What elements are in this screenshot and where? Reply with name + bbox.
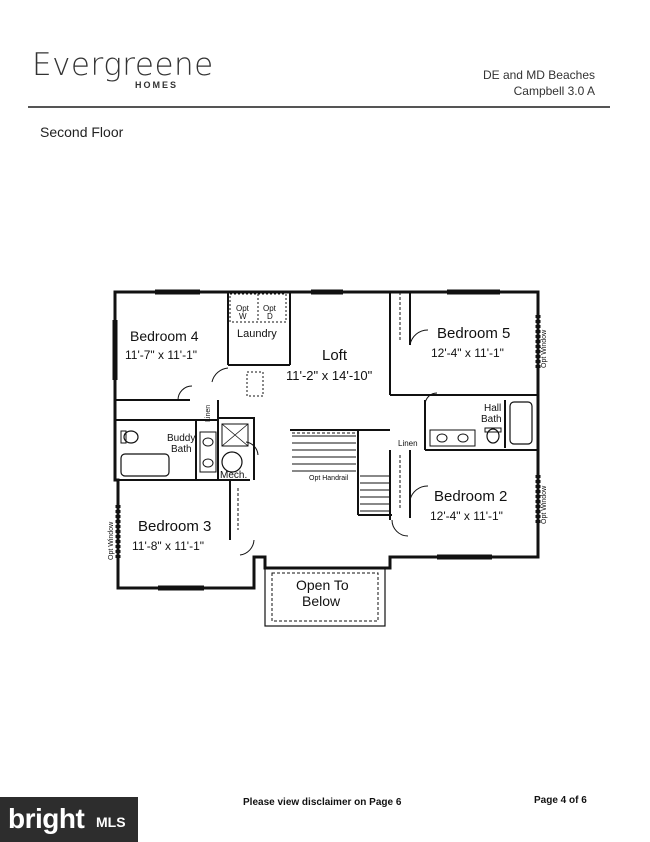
loft-size: 11'-2" x 14'-10" (286, 368, 373, 383)
bedroom3-name: Bedroom 3 (138, 518, 211, 535)
bedroom5-size: 12'-4" x 11'-1" (431, 346, 504, 360)
hall-bath-label-2: Bath (481, 414, 502, 425)
mech-label: Mech. (220, 470, 247, 481)
brand-name: Evergreene (32, 47, 214, 83)
buddy-bath-label-2: Bath (171, 444, 192, 455)
opt-dryer-1: Opt (263, 304, 277, 313)
opt-washer-2: W (239, 312, 247, 321)
laundry-label: Laundry (237, 328, 277, 340)
bedroom4-size: 11'-7" x 11'-1" (125, 348, 197, 362)
open-to-below-1: Open To (296, 577, 349, 593)
linen-left: Linen (205, 405, 212, 422)
watermark-bright: bright (8, 803, 85, 834)
bedroom3-size: 11'-8" x 11'-1" (132, 539, 204, 553)
opt-handrail: Opt Handrail (309, 475, 349, 482)
open-to-below-2: Below (302, 593, 341, 609)
page-number: Page 4 of 6 (534, 795, 587, 806)
floor-title: Second Floor (40, 124, 124, 140)
opt-washer-1: Opt (236, 304, 250, 313)
opt-dryer-2: D (267, 312, 273, 321)
linen-right: Linen (398, 439, 418, 448)
disclaimer-note: Please view disclaimer on Page 6 (243, 797, 402, 808)
buddy-bath-label-1: Buddy (167, 433, 195, 444)
header-divider (28, 106, 610, 108)
bedroom5-name: Bedroom 5 (437, 325, 510, 342)
hall-bath-label-1: Hall (484, 403, 501, 414)
bedroom4-name: Bedroom 4 (130, 328, 199, 344)
opt-window-left: Opt Window (108, 521, 115, 560)
bedroom2-name: Bedroom 2 (434, 488, 507, 505)
opt-window-right-bottom: Opt Window (541, 485, 548, 524)
bedroom2-size: 12'-4" x 11'-1" (430, 509, 503, 523)
opt-window-right-top: Opt Window (541, 329, 548, 368)
watermark-mls: MLS (96, 814, 126, 830)
region-label: DE and MD Beaches (482, 68, 595, 82)
bright-mls-watermark: bright MLS (0, 797, 138, 842)
brand-sub: HOMES (135, 80, 179, 90)
plan-name: Campbell 3.0 A (513, 84, 595, 98)
brand-logo: Evergreene HOMES (32, 47, 214, 91)
loft-name: Loft (322, 347, 348, 364)
